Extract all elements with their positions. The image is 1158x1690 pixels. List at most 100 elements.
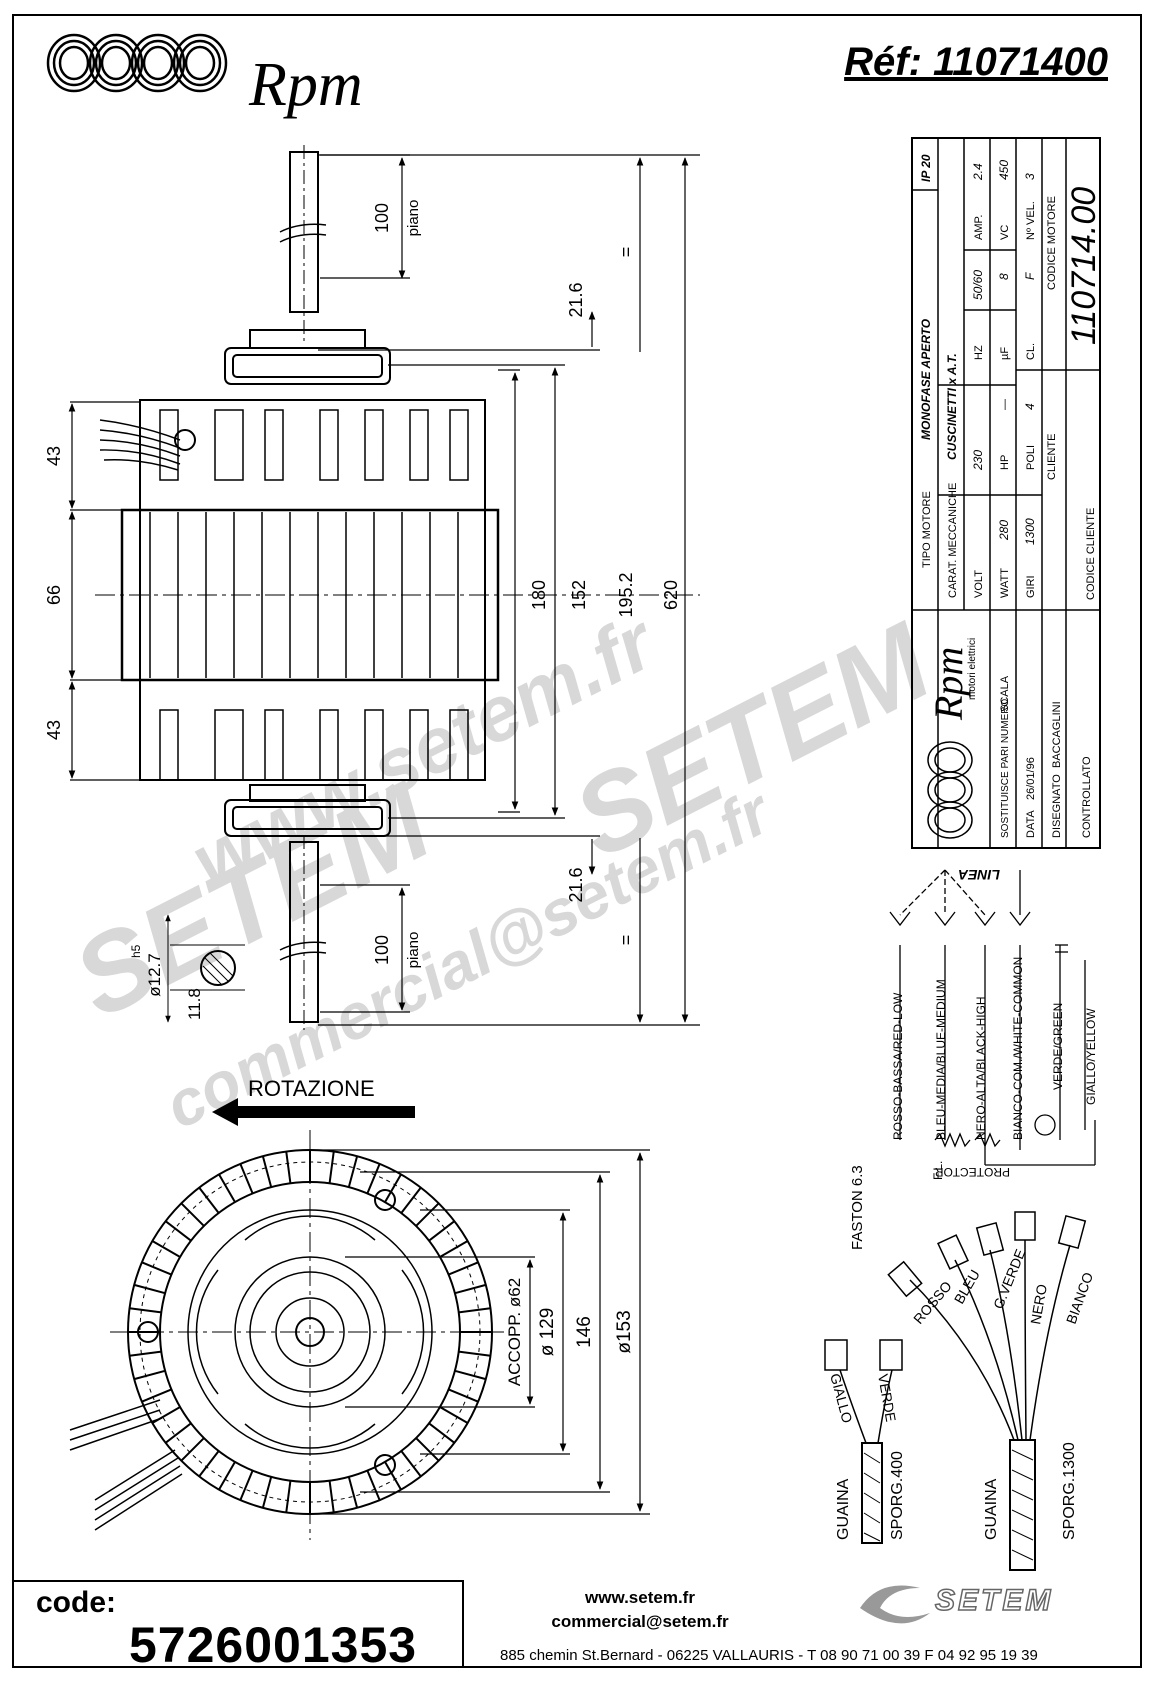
- dim-21-6-top: 21.6: [566, 282, 586, 317]
- cooling-fin: [415, 1202, 440, 1227]
- cooling-fin: [218, 1173, 236, 1203]
- tb-carat-value: CUSCINETTI x A.T.: [945, 353, 959, 460]
- tb-hz-value: 50/60: [971, 270, 985, 300]
- cooling-fin: [239, 1470, 254, 1501]
- cooling-fin: [180, 1437, 205, 1462]
- cooling-fin: [347, 1155, 359, 1188]
- tb-hp-value: —: [999, 399, 1011, 410]
- title-block-text: TIPO MOTORE MONOFASE APERTO IP 20 CARAT.…: [919, 154, 1103, 838]
- tb-tipo-motore-value: MONOFASE APERTO: [919, 318, 933, 440]
- lead-giallo: GIALLO: [827, 1372, 856, 1425]
- motor-side-view: [95, 145, 700, 1030]
- tb-disegnato-label: DISEGNATO: [1051, 774, 1063, 838]
- wire-bleu-label: BLEU-MEDIA/BLUE-MEDIUM: [934, 979, 948, 1140]
- tb-hp-label: HP: [999, 455, 1011, 470]
- cooling-fin: [454, 1283, 487, 1295]
- lead-bleu: BLEU: [951, 1267, 983, 1307]
- lead-nero: NERO: [1027, 1283, 1050, 1326]
- footer-contact: www.setem.fr commercial@setem.fr: [540, 1586, 740, 1634]
- cooling-fin: [129, 1350, 162, 1357]
- linea-label: LINEA: [958, 867, 1000, 883]
- coil-logo-icon: [46, 33, 228, 93]
- tb-giri-label: GIRI: [1025, 575, 1037, 598]
- rotation-indicator: ROTAZIONE: [212, 1076, 415, 1126]
- cooling-fin: [165, 1220, 192, 1242]
- footer-email[interactable]: commercial@setem.fr: [551, 1612, 729, 1631]
- code-box: code: 5726001353: [12, 1580, 464, 1673]
- dim-180: 180: [529, 580, 549, 610]
- cooling-fin: [261, 1155, 273, 1188]
- cooling-fin: [198, 1450, 220, 1477]
- cooling-fin: [347, 1476, 359, 1509]
- leads-labels: ROSSO BLEU G.VERDE NERO BIANCO GIALLO VE…: [827, 1247, 1096, 1540]
- wiring-diagram: [889, 869, 1096, 1166]
- cooling-fin: [141, 1261, 172, 1276]
- cooling-fin: [448, 1388, 479, 1403]
- cooling-fin: [439, 1240, 469, 1258]
- tb-poli-value: 4: [1023, 403, 1037, 410]
- setem-logo-text: SETEM: [935, 1584, 1053, 1617]
- cooling-fin: [180, 1202, 205, 1227]
- cooling-fin: [400, 1187, 422, 1214]
- tb-logo-sub: motori elettrici: [967, 638, 978, 700]
- tb-uf-label: µF: [999, 347, 1011, 360]
- dim-146: 146: [574, 1316, 595, 1348]
- dim-43-top: 43: [44, 446, 64, 466]
- lead-sporg-1300: SPORG.1300: [1061, 1442, 1078, 1540]
- watermark: www.setem.fr SETEM commercial@setem.fr S…: [55, 596, 951, 1142]
- code-value: 5726001353: [129, 1617, 418, 1673]
- cooling-fin: [366, 1470, 381, 1501]
- tb-codice-cliente-label: CODICE CLIENTE: [1085, 508, 1097, 600]
- code-label: code:: [36, 1586, 117, 1619]
- cooling-fin: [133, 1369, 166, 1381]
- tb-volt-value: 230: [971, 450, 985, 471]
- tb-volt-label: VOLT: [973, 570, 985, 598]
- brand-name: Rpm: [249, 51, 363, 119]
- shaft-diameter: ø12.7: [145, 953, 164, 996]
- cooling-fin: [165, 1422, 192, 1444]
- shaft-section: ø12.7 h5 11.8: [129, 914, 245, 1023]
- lead-bianco: BIANCO: [1063, 1270, 1096, 1326]
- dim-153: ø153: [614, 1310, 635, 1353]
- dimension-labels: 43 66 43 100 piano 100 piano 180 152 195…: [44, 200, 681, 969]
- cooling-fin: [151, 1240, 181, 1258]
- dim-620: 620: [661, 580, 681, 610]
- lead-gverde: G.VERDE: [990, 1247, 1028, 1311]
- tb-coil-logo-icon: [927, 741, 973, 839]
- tb-carat-label: CARAT. MECCANICHE: [947, 483, 959, 598]
- shaft-tolerance: h5: [129, 944, 143, 958]
- cooling-fin: [458, 1350, 491, 1357]
- tb-data-value: 26/01/96: [1025, 757, 1037, 800]
- footer-website[interactable]: www.setem.fr: [585, 1588, 695, 1607]
- rotation-arrow-icon: [212, 1098, 415, 1126]
- tb-hz-label: HZ: [973, 345, 985, 360]
- dim-100-top: 100: [372, 203, 392, 233]
- tb-vc-label: VC: [999, 225, 1011, 240]
- dim-152: 152: [569, 580, 589, 610]
- cooling-fin: [133, 1283, 166, 1295]
- cooling-fin: [198, 1187, 220, 1214]
- footer-address: 885 chemin St.Bernard - 06225 VALLAURIS …: [500, 1647, 1038, 1664]
- setem-logo: SETEM: [860, 1583, 1053, 1624]
- dim-100-bottom: 100: [372, 935, 392, 965]
- dim-43-bottom: 43: [44, 720, 64, 740]
- cooling-fin: [400, 1450, 422, 1477]
- tb-disegnato-value: BACCAGLINI: [1051, 701, 1063, 768]
- dim-195-2: 195.2: [616, 572, 636, 617]
- dim-piano-top: piano: [405, 200, 422, 237]
- tb-codice-motore-value: 110714.00: [1065, 187, 1103, 345]
- rpm-logo: Rpm: [44, 28, 374, 116]
- wire-verde-label: VERDE/GREEN: [1051, 1003, 1065, 1090]
- dimension-lines: [68, 154, 700, 1026]
- tb-watt-value: 280: [997, 520, 1011, 541]
- tb-amp-value: 2.4: [971, 163, 985, 181]
- title-block: [911, 137, 1101, 849]
- shaft-flat: 11.8: [185, 988, 204, 1020]
- cooling-fin: [454, 1369, 487, 1381]
- leads-drawing: [824, 1211, 1087, 1571]
- tb-ip: IP 20: [919, 154, 933, 182]
- wire-giallo-label: GIALLO/YELLOW: [1084, 1008, 1098, 1105]
- dim-66: 66: [44, 585, 64, 605]
- tb-codice-motore-label: CODICE MOTORE: [1046, 196, 1058, 290]
- cooling-fin: [428, 1422, 455, 1444]
